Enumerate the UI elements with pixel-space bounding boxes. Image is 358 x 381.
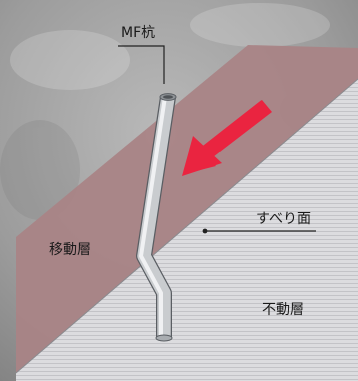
slip-label-dot: [202, 228, 208, 234]
mf-pile: [136, 93, 177, 342]
slip-surface-label: すべり面: [256, 211, 312, 227]
force-arrow-shaft: [201, 100, 271, 159]
moving-layer-label: 移動層: [49, 242, 91, 258]
force-arrow-head: [182, 136, 222, 176]
pile-label: MF杭: [121, 25, 156, 41]
stable-layer-label: 不動層: [262, 302, 304, 318]
moving-layer-band: [16, 45, 358, 373]
pile-label-leader: [118, 45, 165, 84]
stable-layer-zone: [16, 79, 358, 381]
slip-surface-line: [15, 78, 358, 374]
